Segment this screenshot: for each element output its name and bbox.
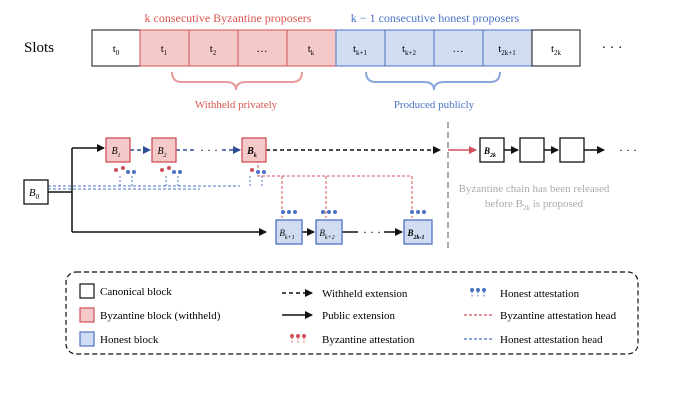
chain-connectors [48,144,605,236]
block-b0 [23,179,49,205]
slot-label-1: t1 [161,43,168,57]
byzantine-attestation-dots [114,166,254,172]
produced-label: Produced publicly [394,99,475,111]
byzantine-attestation-head-lines [257,160,413,218]
slot-row [91,29,581,67]
slot-label-7: … [453,43,464,55]
legend-public-ext-label: Public extension [322,310,396,322]
slot-label-8: t2k+1 [498,43,516,57]
honest-brace [365,71,501,91]
block-b1 [105,137,131,163]
honest-proposers-header: k − 1 consecutive honest proposers [351,11,520,25]
svg-text:B2: B2 [157,146,166,159]
svg-text:B1: B1 [111,146,120,159]
release-note-line1: Byzantine chain has been released [459,183,610,195]
legend-canonical-swatch [79,283,95,299]
slot-label-2: t2 [210,43,217,57]
svg-text:B0: B0 [29,187,40,201]
svg-text:B2k: B2k [483,146,496,159]
slots-ellipsis: · · · [602,41,623,56]
withheld-label: Withheld privately [195,99,278,111]
slot-label-4: tk [308,43,315,57]
honest-attestation-dots [126,170,426,214]
legend-canonical-label: Canonical block [100,286,172,298]
slot-label-9: t2k [551,43,562,57]
block-b2k-1 [403,219,433,245]
legend-honest-head-label: Honest attestation head [500,334,603,346]
release-note-line2: before B2k is proposed [485,198,584,212]
legend-byz-attest-swatch [290,334,306,344]
block-canonical-next-2 [559,137,585,163]
slot-label-3: … [257,43,268,55]
block-bk1 [275,219,303,245]
slot-label-0: t0 [113,43,120,57]
legend-honest-swatch [79,331,95,347]
slot-label-6: tk+2 [402,43,417,57]
legend-honest-attest-label: Honest attestation [500,288,580,300]
block-b2 [151,137,177,163]
legend-withheld-ext-label: Withheld extension [322,288,408,300]
svg-text:Bk+1: Bk+1 [279,228,294,241]
legend-box [65,271,639,355]
block-bk [241,137,267,163]
legend-byz-attest-label: Byzantine attestation [322,334,415,346]
block-b2k [479,137,505,163]
honest-chain-dots: · · · [363,225,381,239]
block-bk2 [315,219,343,245]
svg-text:B2k-1: B2k-1 [406,228,424,241]
legend-byz-head-label: Byzantine attestation head [500,310,617,322]
slots-label: Slots [24,40,54,56]
byzantine-proposers-header: k consecutive Byzantine proposers [145,11,312,25]
byzantine-brace [171,71,303,91]
slot-cell-t2k [531,29,581,67]
block-canonical-next-1 [519,137,545,163]
canonical-tail-dots: · · · [619,143,637,157]
legend-honest-label: Honest block [100,334,159,346]
legend-honest-attest-swatch [470,288,486,298]
svg-text:Bk: Bk [246,146,257,159]
svg-text:Bk+2: Bk+2 [319,228,334,241]
slot-cell-t0 [91,29,141,67]
slot-label-5: tk+1 [353,43,368,57]
withheld-chain-dots: · · · [200,143,218,157]
legend-byzantine-swatch [79,307,95,323]
legend-byzantine-label: Byzantine block (withheld) [100,310,221,322]
